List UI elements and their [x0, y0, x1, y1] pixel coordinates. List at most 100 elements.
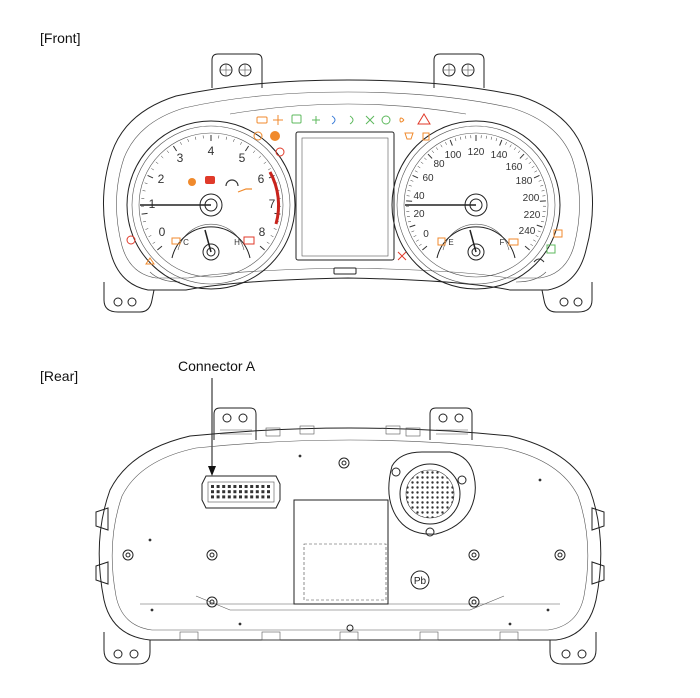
rear-small-dots [148, 454, 550, 626]
gauge-tick [418, 243, 422, 247]
oil-pressure-icon [237, 188, 252, 193]
connector-pin [211, 495, 214, 499]
gauge-tick [407, 190, 411, 192]
speed-label-240: 240 [519, 226, 536, 237]
esc-icon [270, 131, 280, 141]
coolant-temp-gauge: C H [171, 223, 251, 261]
connector-pin [216, 485, 220, 488]
gauge-tick [142, 190, 146, 192]
gauge-tick [531, 165, 535, 169]
speed-label-220: 220 [524, 210, 541, 221]
rear-bottom-left-tab [103, 632, 151, 665]
gauge-tick [517, 150, 521, 154]
rear-left-clip-lower [95, 561, 109, 585]
lamp-icon [188, 178, 196, 186]
gauge-tick [533, 174, 540, 179]
gauge-tick [409, 224, 416, 228]
gauge-tick [233, 138, 235, 142]
gauge-tick [143, 220, 147, 223]
gauge-tick [533, 239, 536, 242]
gauge-tick [417, 165, 421, 169]
rear-cluster: Pb [95, 378, 605, 665]
connector-pin [239, 490, 242, 494]
tach-label-5: 5 [239, 151, 246, 165]
gauge-tick [431, 150, 435, 154]
connector-pin [250, 490, 254, 494]
gauge-tick [263, 161, 267, 164]
gauge-tick [244, 145, 250, 152]
front-inner-bezel [116, 91, 580, 279]
gauge-tick [535, 235, 539, 238]
right-side-icon [553, 229, 563, 238]
gauge-tick [252, 150, 256, 154]
connector-a-pins [211, 485, 270, 499]
connector-pin [250, 495, 254, 499]
connector-pin [233, 490, 237, 494]
connector-pin [211, 485, 214, 488]
fuel-gauge: E F [436, 223, 516, 261]
speedometer: 0 20 40 60 80 100 120 140 160 180 200 22… [391, 120, 561, 290]
front-outer-housing [102, 79, 594, 291]
low-beam-icon [349, 115, 354, 125]
pb-badge: Pb [410, 570, 430, 590]
gauge-tick [513, 147, 517, 151]
gauge-tick [420, 161, 424, 164]
gauge-tick [416, 239, 419, 242]
front-fog-icon [291, 114, 302, 124]
gauge-tick [440, 144, 443, 148]
left-turn-icon [126, 235, 136, 245]
tach-label-8: 8 [259, 225, 266, 239]
seatbelt-icon [256, 116, 268, 124]
battery-warning-icon [243, 236, 255, 245]
front-left-mount-tab [211, 53, 263, 88]
gauge-tick [225, 136, 227, 140]
eco-icon [546, 244, 556, 254]
temp-label-cold: C [183, 238, 189, 247]
speed-label-200: 200 [523, 193, 540, 204]
gauge-tick [151, 168, 155, 171]
speed-label-140: 140 [491, 150, 508, 161]
connector-pin [267, 495, 270, 499]
cruise-icon [381, 115, 391, 125]
gauge-tick [542, 216, 546, 218]
connector-pin [216, 490, 220, 494]
tach-label-1: 1 [149, 197, 156, 211]
rear-top-latches [265, 425, 421, 437]
gauge-tick [534, 170, 538, 173]
gauge-tick [449, 139, 453, 146]
rear-left-clip-upper [95, 507, 109, 531]
gauge-tick [180, 141, 182, 145]
parking-brake-icon [275, 147, 285, 157]
rear-bottom-right-tab [549, 632, 597, 665]
gauge-tick [427, 153, 433, 159]
connector-pin [255, 485, 259, 488]
abs-icon [253, 131, 263, 141]
gauge-tick [537, 230, 541, 233]
gauge-tick [460, 136, 462, 140]
connector-a [201, 475, 281, 509]
connector-pin [267, 485, 270, 488]
gauge-tick [411, 230, 415, 233]
position-lamp-icon [312, 116, 320, 124]
gauge-tick [187, 138, 189, 142]
connector-pin [222, 495, 226, 499]
gauge-tick [540, 185, 544, 187]
connector-pin [244, 495, 248, 499]
speed-label-60: 60 [422, 173, 434, 184]
connector-pin [222, 490, 226, 494]
gauge-tick [490, 136, 492, 140]
gauge-tick [266, 241, 270, 244]
gauge-tick [525, 157, 528, 161]
door-open-icon [508, 238, 519, 246]
gauge-tick [524, 245, 530, 251]
fuel-label-empty: E [448, 238, 453, 247]
gauge-tick [445, 141, 447, 145]
airbag-icon [273, 115, 283, 125]
display-module-back [293, 499, 389, 605]
connector-pin [239, 495, 242, 499]
tach-label-6: 6 [258, 172, 265, 186]
connector-pin [227, 490, 231, 494]
speed-label-40: 40 [413, 191, 425, 202]
gauge-tick [195, 136, 197, 140]
rear-right-clip-upper [591, 507, 605, 531]
